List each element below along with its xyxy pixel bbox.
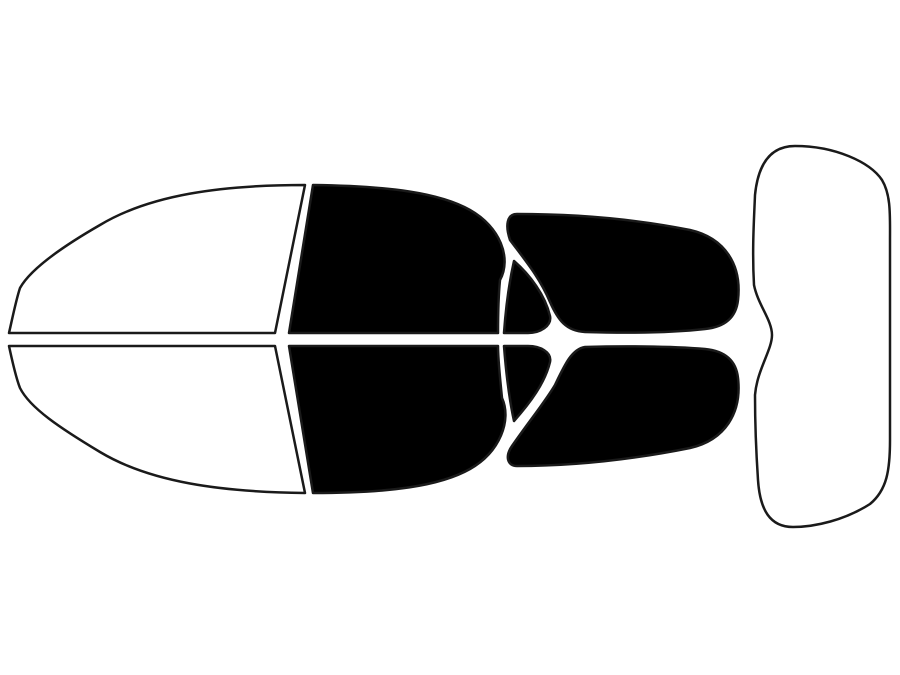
pane-vent-left [502, 259, 552, 335]
pane-windshield-upper [7, 183, 307, 335]
pane-rear-window [751, 144, 892, 529]
pane-windshield-lower [7, 344, 307, 495]
pane-rear-door-right [506, 345, 740, 468]
pane-front-door-right [287, 344, 507, 495]
pane-vent-right [502, 344, 552, 423]
pane-front-door-left [287, 183, 506, 335]
pane-rear-door-left [506, 212, 740, 334]
